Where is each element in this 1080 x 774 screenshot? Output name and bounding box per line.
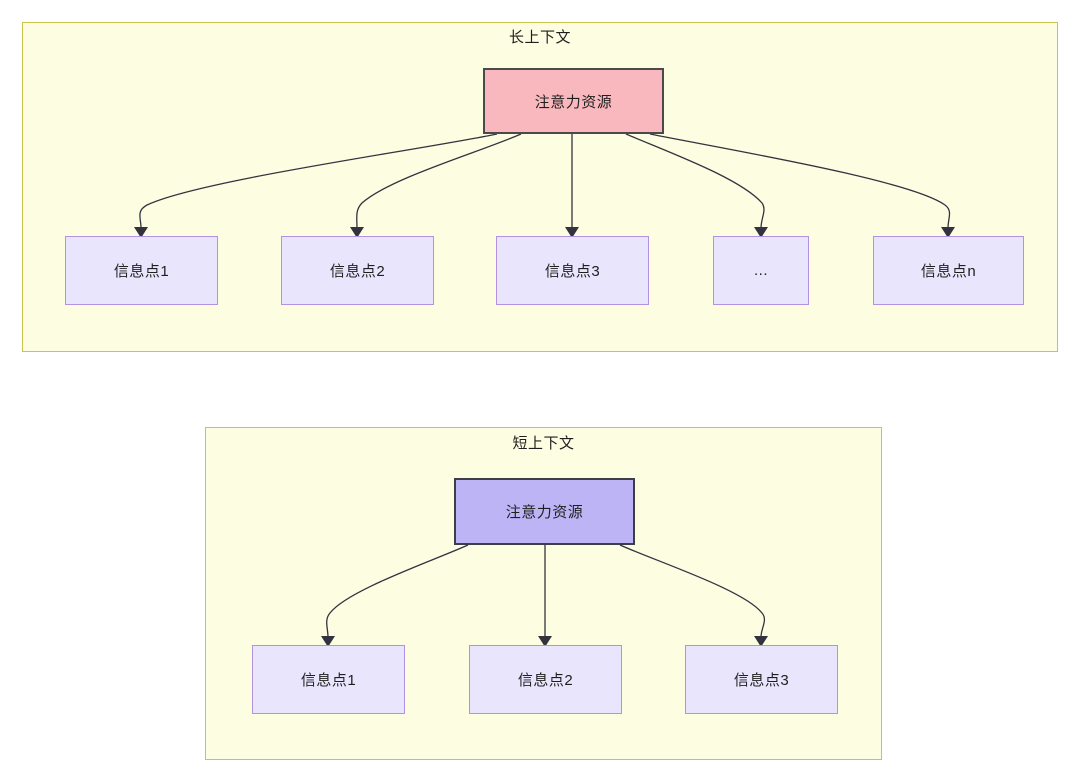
node-info-point-long-n[interactable]: 信息点n [873,236,1024,305]
node-info-point-long-n-label: 信息点n [920,263,977,280]
node-info-point-short-1[interactable]: 信息点1 [252,645,405,714]
node-info-point-short-2[interactable]: 信息点2 [469,645,622,714]
node-info-point-long-1-label: 信息点1 [113,263,170,280]
node-info-point-long-ellipsis-label: ... [753,262,768,279]
node-info-point-long-2-label: 信息点2 [329,263,386,280]
node-attention-resource-long[interactable]: 注意力资源 [483,68,664,134]
node-info-point-long-3[interactable]: 信息点3 [496,236,649,305]
node-info-point-short-2-label: 信息点2 [517,672,574,689]
node-info-point-short-3-label: 信息点3 [733,672,790,689]
node-attention-resource-long-label: 注意力资源 [534,93,613,111]
node-info-point-long-2[interactable]: 信息点2 [281,236,434,305]
group-long-context-title: 长上下文 [508,29,571,46]
node-info-point-short-1-label: 信息点1 [300,672,357,689]
node-info-point-long-1[interactable]: 信息点1 [65,236,218,305]
node-info-point-long-3-label: 信息点3 [544,263,601,280]
node-info-point-long-ellipsis[interactable]: ... [713,236,809,305]
node-info-point-short-3[interactable]: 信息点3 [685,645,838,714]
node-attention-resource-short-label: 注意力资源 [505,504,584,521]
node-attention-resource-short[interactable]: 注意力资源 [454,478,635,545]
group-short-context-title: 短上下文 [512,435,575,452]
